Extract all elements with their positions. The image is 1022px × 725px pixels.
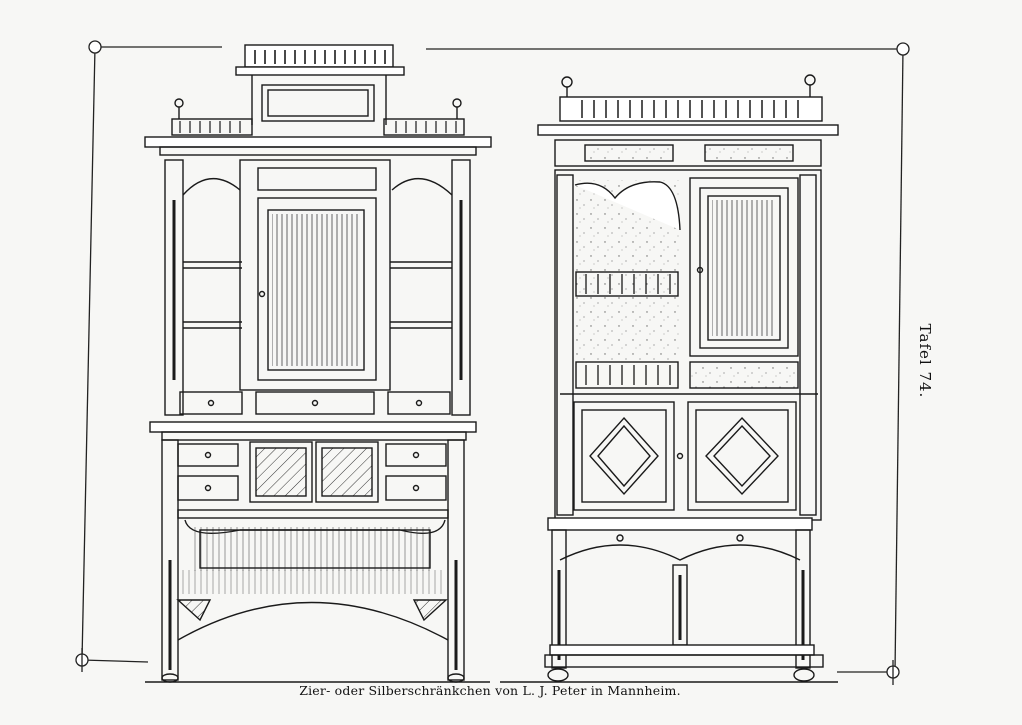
right-cabinet-drawing (500, 74, 839, 683)
left-cabinet-drawing (144, 44, 492, 683)
plate-caption: Zier- oder Silberschränkchen von L. J. P… (299, 683, 681, 698)
plate-number: Tafel 74. (916, 323, 934, 399)
registration-frame (75, 40, 910, 685)
